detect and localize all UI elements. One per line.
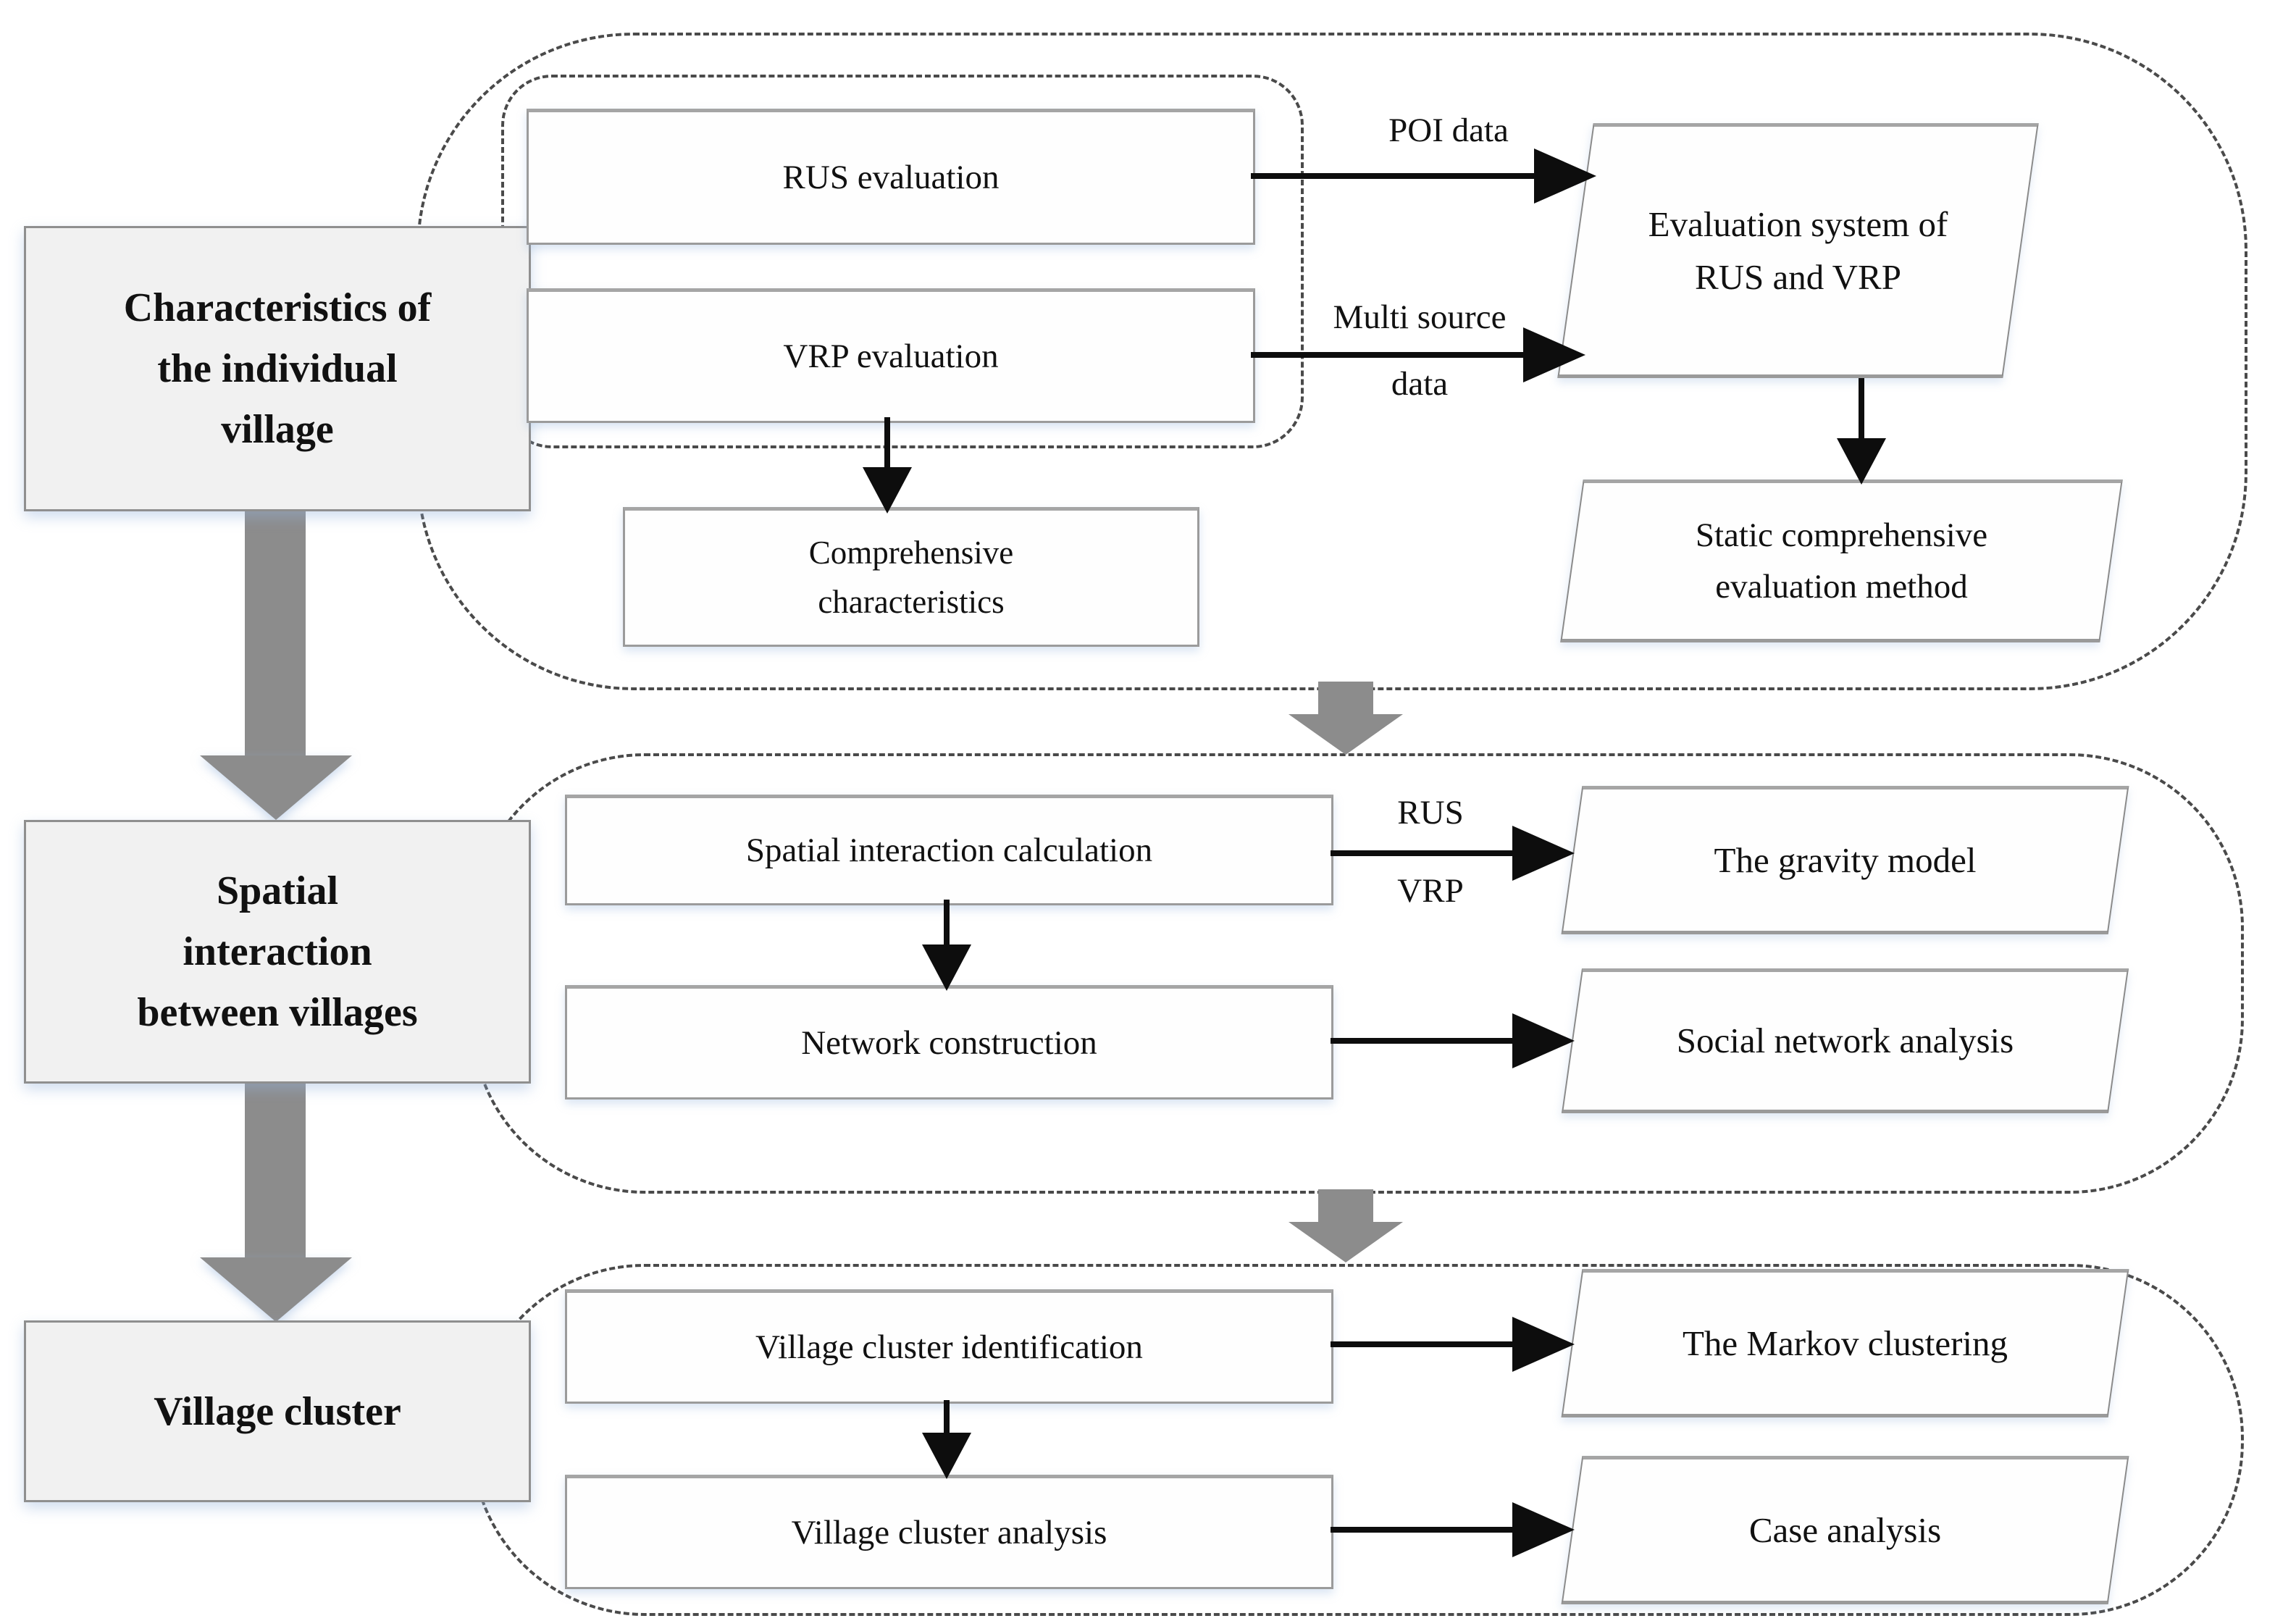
evaluation-to-static-arrowhead-icon <box>1837 438 1886 485</box>
vrp-evaluation-box: VRP evaluation <box>527 288 1255 423</box>
evaluation-system-parallelogram: Evaluation system of RUS and VRP <box>1557 123 2039 378</box>
comprehensive-characteristics-box: Comprehensive characteristics <box>623 507 1199 647</box>
big-gray-arrow-shaft <box>245 1078 306 1259</box>
village-cluster-analysis-box: Village cluster analysis <box>565 1475 1333 1589</box>
node-label: The gravity model <box>1714 839 1977 880</box>
node-label-line: characteristics <box>818 583 1005 620</box>
social-network-analysis-parallelogram: Social network analysis <box>1561 968 2129 1113</box>
node-label: RUS evaluation <box>782 158 1000 196</box>
evaluation-to-static-arrow-shaft <box>1859 378 1864 440</box>
rus-evaluation-box: RUS evaluation <box>527 109 1255 245</box>
spatial-interaction-calculation-box: Spatial interaction calculation <box>565 795 1333 905</box>
node-label: Spatial interaction calculation <box>745 832 1153 870</box>
stage1-to-stage2-gray-arrow <box>1318 682 1373 715</box>
calc-to-gravity-arrow-shaft <box>1331 850 1515 856</box>
stage-label-line: village <box>221 407 334 452</box>
node-label-line: Static comprehensive <box>1695 516 1988 554</box>
stage-label-line: Village cluster <box>154 1388 401 1434</box>
poi-arrowhead-icon <box>1534 148 1596 204</box>
node-label: Village cluster analysis <box>791 1513 1107 1551</box>
vrp-to-comprehensive-arrowhead-icon <box>863 467 912 514</box>
stage2-to-stage3-gray-arrow <box>1318 1189 1373 1223</box>
rus-arrow-label: RUS <box>1397 794 1464 832</box>
node-label: Network construction <box>801 1023 1097 1062</box>
node-label: Village cluster identification <box>755 1328 1143 1366</box>
calc-to-network-arrowhead-icon <box>922 944 971 991</box>
network-to-sna-arrow-shaft <box>1331 1038 1515 1044</box>
parallelogram-label: The gravity model <box>1572 786 2119 934</box>
characteristics-stage-box: Characteristics of the individual villag… <box>24 226 531 511</box>
multi-source-arrow-shaft <box>1251 352 1526 358</box>
big-gray-arrowhead-icon <box>200 755 352 820</box>
poi-data-label: POI data <box>1388 112 1509 149</box>
stage-label-line: between villages <box>137 990 418 1035</box>
node-label: VRP evaluation <box>783 337 999 375</box>
case-analysis-parallelogram: Case analysis <box>1561 1456 2129 1604</box>
stage2-to-stage3-gray-arrowhead-icon <box>1289 1222 1403 1262</box>
parallelogram-label: The Markov clustering <box>1572 1269 2119 1417</box>
node-label: Social network analysis <box>1676 1021 2014 1061</box>
village-cluster-identification-box: Village cluster identification <box>565 1289 1333 1404</box>
node-label-line: RUS and VRP <box>1694 257 1901 297</box>
network-construction-box: Network construction <box>565 985 1333 1099</box>
identification-to-analysis-arrow-shaft <box>944 1400 950 1435</box>
big-gray-arrow-shaft <box>245 506 306 757</box>
node-label: The Markov clustering <box>1682 1323 2008 1363</box>
parallelogram-label: Evaluation system of RUS and VRP <box>1575 123 2021 378</box>
stage1-to-stage2-gray-arrowhead-icon <box>1289 714 1403 755</box>
node-label: Case analysis <box>1748 1509 1942 1550</box>
gravity-model-parallelogram: The gravity model <box>1561 786 2129 934</box>
poi-arrow-shaft <box>1251 173 1537 179</box>
big-gray-arrowhead-icon <box>200 1257 352 1322</box>
markov-clustering-parallelogram: The Markov clustering <box>1561 1269 2129 1417</box>
network-to-sna-arrowhead-icon <box>1512 1013 1575 1068</box>
parallelogram-label: Static comprehensive evaluation method <box>1572 479 2111 642</box>
node-label-line: Comprehensive <box>808 535 1014 571</box>
multi-source-label-line2: data <box>1391 365 1449 403</box>
village-cluster-stage-box: Village cluster <box>24 1320 531 1502</box>
stage-label-line: Characteristics of <box>123 285 432 330</box>
identification-to-markov-arrowhead-icon <box>1512 1317 1575 1372</box>
stage-label-line: Spatial <box>216 868 339 913</box>
node-label-line: evaluation method <box>1715 567 1968 606</box>
calc-to-network-arrow-shaft <box>944 900 950 947</box>
multi-source-arrowhead-icon <box>1523 327 1585 382</box>
analysis-to-case-arrowhead-icon <box>1512 1502 1575 1557</box>
identification-to-analysis-arrowhead-icon <box>922 1433 971 1479</box>
multi-source-label-line1: Multi source <box>1333 298 1507 336</box>
static-evaluation-method-parallelogram: Static comprehensive evaluation method <box>1560 479 2123 642</box>
stage-label-line: interaction <box>183 929 372 974</box>
spatial-interaction-stage-box: Spatial interaction between villages <box>24 820 531 1084</box>
calc-to-gravity-arrowhead-icon <box>1512 826 1575 881</box>
analysis-to-case-arrow-shaft <box>1331 1527 1515 1533</box>
vrp-arrow-label: VRP <box>1397 872 1464 910</box>
identification-to-markov-arrow-shaft <box>1331 1341 1515 1347</box>
parallelogram-label: Social network analysis <box>1572 968 2119 1113</box>
node-label-line: Evaluation system of <box>1648 204 1948 244</box>
stage-label-line: the individual <box>157 346 398 391</box>
parallelogram-label: Case analysis <box>1572 1456 2119 1604</box>
vrp-to-comprehensive-arrow-shaft <box>884 417 890 469</box>
